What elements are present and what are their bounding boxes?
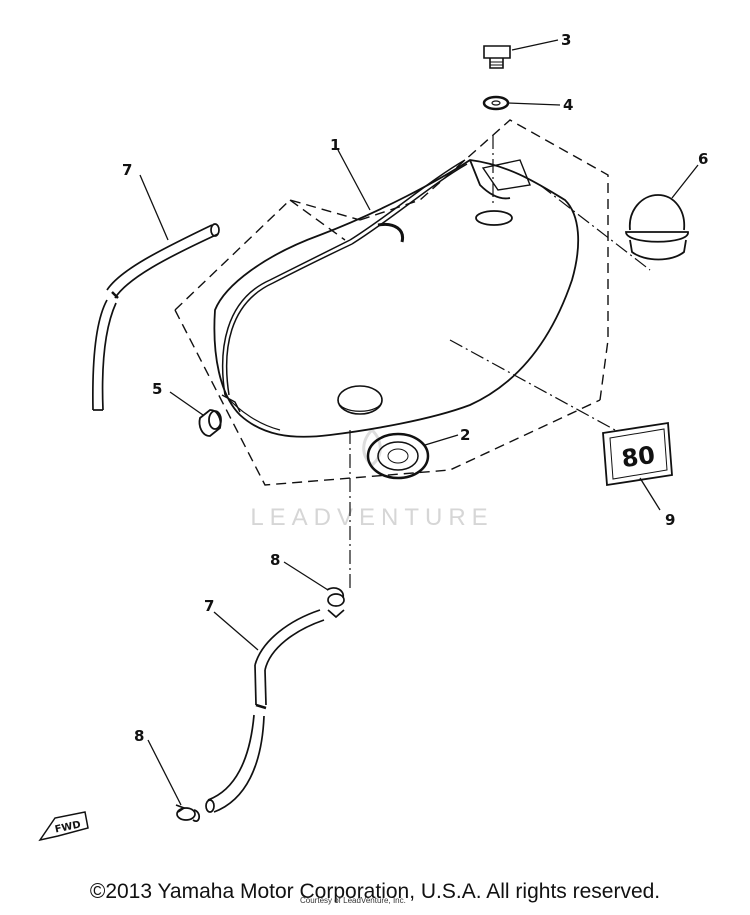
callout-2: 2 <box>460 426 470 444</box>
watermark-text: LEADVENTURE <box>250 504 493 531</box>
callout-5: 5 <box>152 380 162 398</box>
part-8-hose-clip-upper <box>326 587 345 619</box>
part-7-fuel-hose-lower <box>205 609 325 813</box>
emblem-text: 80 <box>620 441 657 473</box>
callout-8-lower: 8 <box>134 727 144 745</box>
callout-leaders <box>139 39 699 806</box>
watermark: LEADVENTURE <box>250 427 493 531</box>
courtesy-subtext: Courtesy of LeadVenture, Inc. <box>300 896 406 905</box>
callout-numbers: 3 4 1 6 7 5 2 9 8 7 8 <box>122 31 708 745</box>
fuel-tank <box>213 159 580 438</box>
part-8-hose-clip-lower <box>175 804 200 822</box>
callout-1: 1 <box>330 136 340 154</box>
callout-7-lower: 7 <box>204 597 214 615</box>
part-4-washer <box>482 95 510 111</box>
part-7-fuel-hose-upper <box>92 223 220 411</box>
callout-6: 6 <box>698 150 708 168</box>
fwd-arrow: FWD <box>38 811 89 842</box>
dashed-outline <box>174 119 609 486</box>
part-5-damper <box>198 394 241 437</box>
part-2-fuel-cap <box>337 385 430 480</box>
part-3-bolt <box>483 45 511 69</box>
callout-8-upper: 8 <box>270 551 280 569</box>
fwd-label: FWD <box>54 819 82 835</box>
part-9-emblem: 80 <box>602 421 673 487</box>
callout-7-upper: 7 <box>122 161 132 179</box>
callout-3: 3 <box>561 31 571 49</box>
callout-4: 4 <box>563 96 573 114</box>
leader-lines <box>349 135 651 590</box>
copyright-notice: ©2013 Yamaha Motor Corporation, U.S.A. A… <box>89 880 661 903</box>
part-6-rubber-damper <box>625 194 689 261</box>
callout-9: 9 <box>665 511 675 529</box>
part-1-overflow-tube <box>221 159 468 431</box>
